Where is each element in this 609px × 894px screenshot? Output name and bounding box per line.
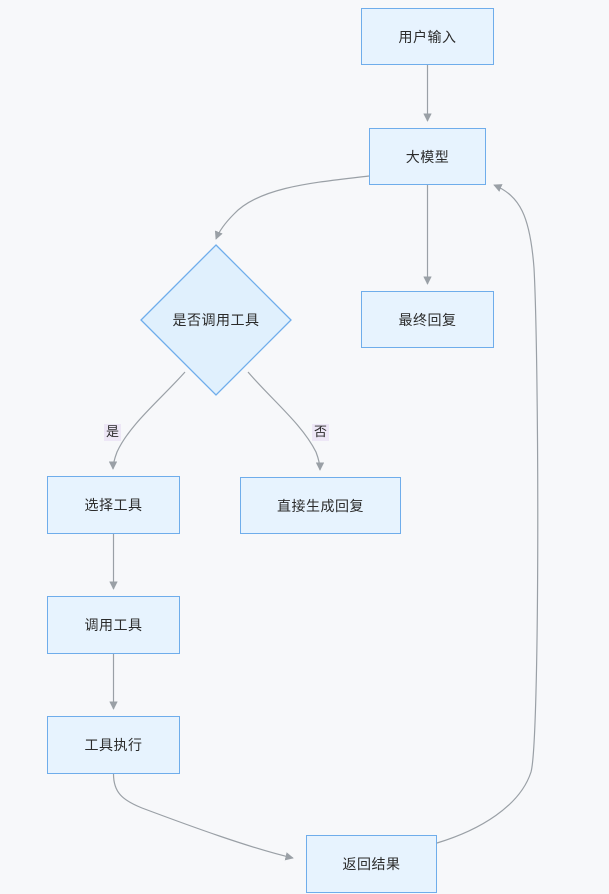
node-select-tool[interactable]: 选择工具 [47, 476, 180, 534]
node-tool-execute[interactable]: 工具执行 [47, 716, 180, 774]
diamond-shape [140, 244, 292, 396]
node-need-tool-label: 是否调用工具 [172, 312, 260, 328]
node-direct-reply-label: 直接生成回复 [277, 497, 364, 514]
node-return-result[interactable]: 返回结果 [306, 835, 437, 893]
edge-tool-execute-to-return-result [112, 773, 294, 861]
node-select-tool-label: 选择工具 [84, 497, 143, 513]
node-invoke-tool-label: 调用工具 [84, 617, 143, 633]
node-final-reply-label: 最终回复 [398, 311, 457, 328]
node-final-reply[interactable]: 最终回复 [361, 291, 494, 348]
edge-return-result-to-llm [436, 184, 539, 844]
edge-llm-to-need-tool [214, 175, 370, 240]
node-invoke-tool[interactable]: 调用工具 [47, 596, 180, 654]
node-need-tool[interactable]: 是否调用工具 [140, 244, 292, 396]
edge-label-yes: 是 [104, 424, 122, 441]
node-tool-execute-label: 工具执行 [84, 737, 143, 753]
node-user-input-label: 用户输入 [398, 28, 457, 45]
node-llm-label: 大模型 [405, 148, 450, 165]
node-llm[interactable]: 大模型 [369, 128, 486, 185]
node-return-result-label: 返回结果 [342, 856, 401, 872]
node-direct-reply[interactable]: 直接生成回复 [240, 477, 401, 534]
node-user-input[interactable]: 用户输入 [361, 8, 494, 65]
edge-label-no: 否 [312, 424, 330, 441]
